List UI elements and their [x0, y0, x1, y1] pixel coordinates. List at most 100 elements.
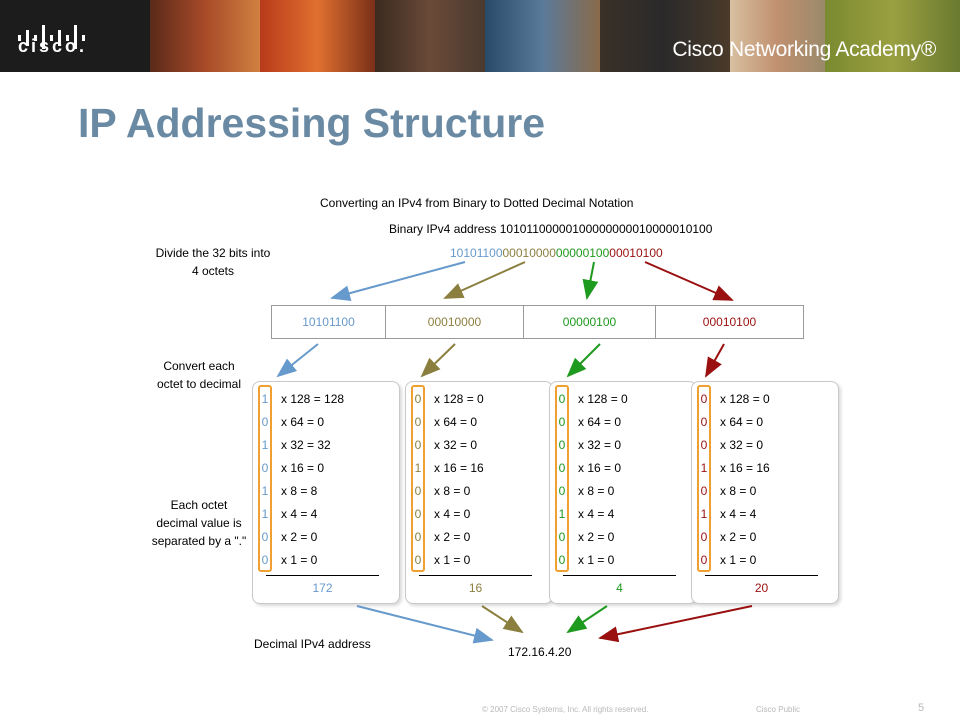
bit-product: x 8 = 8	[281, 484, 318, 498]
bit-product: x 1 = 0	[578, 553, 615, 567]
bit-product: x 8 = 0	[434, 484, 471, 498]
bit-value: 0	[700, 530, 708, 544]
bit-column-highlight	[555, 385, 569, 572]
bit-product: x 128 = 128	[281, 392, 345, 406]
arrow-octet-3-result	[566, 605, 608, 634]
bit-value: 0	[700, 438, 708, 452]
bit-product: x 32 = 0	[578, 438, 622, 452]
bit-value: 0	[261, 415, 269, 429]
bit-value: 0	[558, 392, 566, 406]
octet-cell-1: 10101100	[302, 315, 355, 329]
banner-photo	[600, 0, 730, 72]
bit-value: 1	[261, 438, 269, 452]
bit-value: 0	[558, 530, 566, 544]
colored-octet-3: 00000100	[555, 246, 610, 260]
bit-product: x 2 = 0	[720, 530, 757, 544]
bit-value: 1	[261, 507, 269, 521]
bit-product: x 128 = 0	[434, 392, 484, 406]
octet-divider	[523, 305, 524, 339]
octet-cell-3: 00000100	[562, 315, 617, 329]
bit-product: x 128 = 0	[720, 392, 770, 406]
bit-value: 1	[700, 507, 708, 521]
bit-product: x 4 = 4	[578, 507, 615, 521]
bit-product: x 1 = 0	[720, 553, 757, 567]
bit-value: 0	[700, 484, 708, 498]
bit-column-highlight	[411, 385, 425, 572]
bit-column-highlight	[697, 385, 711, 572]
bit-value: 0	[414, 484, 422, 498]
octet-cell-4: 00010100	[702, 315, 757, 329]
arrow-octet-1-result	[356, 605, 494, 644]
colored-octet-1: 10101100	[450, 246, 503, 260]
bit-product: x 16 = 0	[578, 461, 622, 475]
octet-decimal-total: 4	[616, 581, 623, 595]
bit-value: 0	[700, 553, 708, 567]
octet-conversion-panel-1	[252, 381, 400, 604]
bit-product: x 16 = 16	[434, 461, 484, 475]
colored-octet-2: 00010000	[502, 246, 556, 260]
octet-decimal-total: 16	[468, 581, 483, 595]
bit-product: x 4 = 4	[281, 507, 318, 521]
bit-product: x 64 = 0	[720, 415, 764, 429]
step-divide-label: Divide the 32 bits into 4 octets	[155, 246, 271, 278]
octet-table	[271, 305, 804, 339]
step-result-label: Decimal IPv4 address	[254, 637, 371, 651]
binary-label: Binary IPv4 address	[389, 222, 497, 236]
octet-conversion-panel-2	[405, 381, 553, 604]
octet-conversion-panel-3	[549, 381, 697, 604]
bit-product: x 2 = 0	[434, 530, 471, 544]
bit-product: x 64 = 0	[578, 415, 622, 429]
bit-column-highlight	[258, 385, 272, 572]
bit-product: x 2 = 0	[281, 530, 318, 544]
colored-octet-4: 00010100	[609, 246, 663, 260]
octet-decimal-total: 20	[754, 581, 769, 595]
step-convert-label: Convert each octet to decimal	[156, 359, 242, 391]
banner-photo	[730, 0, 825, 72]
banner-photo	[485, 0, 600, 72]
bit-value: 1	[261, 392, 269, 406]
header-banner: cisco. Cisco Networking Academy®	[0, 0, 960, 72]
arrow-octet-2-split	[443, 261, 526, 299]
bit-value: 1	[261, 484, 269, 498]
bit-value: 1	[700, 461, 708, 475]
arrow-octet-1-split	[330, 261, 466, 302]
banner-photo	[375, 0, 485, 72]
bit-product: x 64 = 0	[434, 415, 478, 429]
bit-product: x 128 = 0	[578, 392, 628, 406]
bit-product: x 1 = 0	[281, 553, 318, 567]
octet-divider	[655, 305, 656, 339]
bit-value: 0	[558, 484, 566, 498]
octet-conversion-panel-4	[691, 381, 839, 604]
bit-value: 0	[700, 392, 708, 406]
banner-photo	[150, 0, 260, 72]
sum-line	[266, 575, 379, 576]
cisco-logo-text: cisco.	[18, 36, 88, 56]
banner-photo	[825, 0, 960, 72]
bit-product: x 16 = 0	[281, 461, 325, 475]
bit-product: x 2 = 0	[578, 530, 615, 544]
arrow-octet-3-split	[582, 261, 599, 300]
bit-value: 0	[558, 461, 566, 475]
bit-product: x 32 = 0	[434, 438, 478, 452]
bit-value: 0	[414, 438, 422, 452]
sum-line	[563, 575, 676, 576]
arrow-octet-3-convert	[566, 343, 601, 378]
bit-product: x 4 = 0	[434, 507, 471, 521]
bit-value: 0	[414, 392, 422, 406]
academy-title: Cisco Networking Academy®	[672, 38, 936, 61]
bit-value: 0	[414, 507, 422, 521]
bit-value: 0	[558, 415, 566, 429]
bit-product: x 16 = 16	[720, 461, 770, 475]
bit-product: x 1 = 0	[434, 553, 471, 567]
result-address: 172.16.4.20	[508, 645, 572, 659]
bit-value: 0	[261, 553, 269, 567]
bit-value: 1	[558, 507, 566, 521]
octet-divider	[385, 305, 386, 339]
page-number: 5	[918, 702, 925, 714]
bit-value: 0	[261, 461, 269, 475]
footer-copyright: © 2007 Cisco Systems, Inc. All rights re…	[482, 705, 649, 714]
step-separate-label: Each octet decimal value is separated by…	[151, 498, 247, 548]
arrow-octet-4-convert	[705, 343, 725, 378]
banner-photo	[260, 0, 375, 72]
bit-value: 0	[558, 553, 566, 567]
